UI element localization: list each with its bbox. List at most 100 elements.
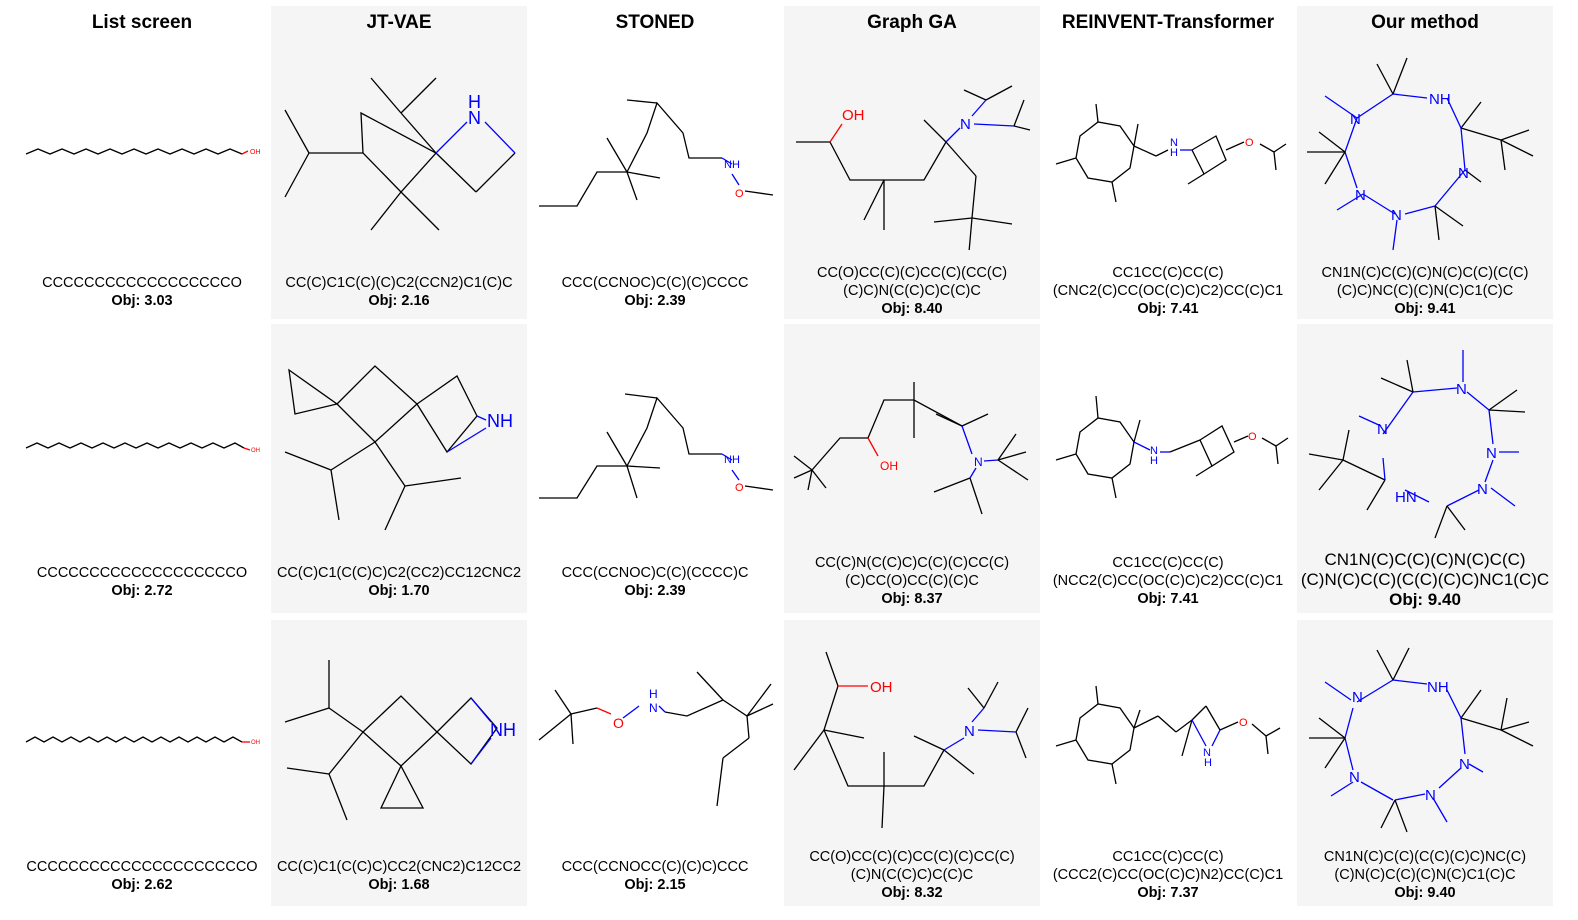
objective-score: Obj: 7.41 (1137, 591, 1199, 607)
header-our-method: Our method (1371, 12, 1479, 33)
molecule-structure: N NH N N N (1309, 647, 1534, 833)
molecule-cell: OH N CC(O)CC(C)(C)CC(C)(C)CC(C)(C)N(C(C)… (784, 626, 1040, 901)
smiles-text: CN1N(C)C(C)(C(C)(C)C)NC(C)(C)N(C)C(C)(C)… (1323, 849, 1527, 883)
svg-text:OH: OH (880, 459, 898, 473)
objective-score: Obj: 9.40 (1394, 885, 1456, 901)
smiles-text: CC1CC(C)CC(C)(CCC2(C)CC(OC(C)C)N2)CC(C)C… (1052, 849, 1284, 883)
molecule-structure: O H N (538, 671, 774, 807)
molecule-structure: N H O (1055, 685, 1281, 785)
smiles-text: CCC(CCNOCC(C)(C)C)CCC (561, 859, 749, 875)
molecule-structure: OH N (793, 382, 1029, 515)
svg-text:N: N (1456, 381, 1467, 398)
panel-graphga-r2 (784, 324, 1040, 613)
objective-score: Obj: 2.16 (368, 293, 430, 309)
objective-score: Obj: 1.70 (368, 583, 430, 599)
smiles-text: CCC(CCNOC)C(C)(CCCC)C (561, 565, 749, 581)
svg-text:NH: NH (724, 454, 740, 466)
header-graph-ga: Graph GA (867, 12, 957, 33)
svg-text:N: N (1391, 207, 1402, 224)
smiles-text: CC(O)CC(C)(C)CC(C)(C)CC(C)(C)N(C(C)C)C(C… (809, 849, 1015, 883)
molecule-structure: OH N (793, 651, 1029, 829)
svg-text:OH: OH (251, 448, 260, 454)
svg-text:O: O (735, 482, 744, 494)
svg-text:N: N (1170, 137, 1178, 149)
molecule-cell: O H N CCC(CCNOCC(C)(C)C)CCC Obj: 2.15 (527, 626, 783, 898)
objective-score: Obj: 7.37 (1137, 885, 1199, 901)
molecule-cell: N N N N HN CN1N(C)C(C)(C)N(C)C(C)(C)N(C)… (1297, 330, 1553, 609)
svg-text:NH: NH (724, 159, 740, 171)
molecule-structure: H N (284, 77, 516, 231)
smiles-text: CCC(CCNOC)C(C)(C)CCCC (561, 275, 749, 291)
objective-score: Obj: 2.39 (624, 583, 686, 599)
molecule-structure: OH (25, 442, 260, 454)
smiles-text: CC(C)C1C(C)(C)C2(CCN2)C1(C)C (285, 275, 513, 291)
objective-score: Obj: 2.15 (624, 877, 686, 893)
smiles-text: CCCCCCCCCCCCCCCCCCCCCO (26, 859, 258, 875)
panel-ours-r1 (1297, 6, 1553, 319)
molecule-cell: NH O CCC(CCNOC)C(C)(C)CCCC Obj: 2.39 (527, 40, 783, 312)
molecule-structure: NH O (539, 393, 774, 499)
svg-text:N: N (1459, 756, 1470, 773)
svg-text:N: N (1203, 747, 1211, 759)
molecule-structure: OH (25, 148, 261, 156)
smiles-text: CN1N(C)C(C)(C)N(C)C(C)(C(C)(C)C)NC(C)(C)… (1321, 265, 1529, 299)
molecule-structure: N NH N N N (1307, 57, 1534, 251)
smiles-text: CC1CC(C)CC(C)(NCC2(C)CC(OC(C)C)C2)CC(C)C… (1052, 555, 1284, 589)
molecule-structure: NH O (539, 99, 774, 207)
molecule-cell: NH CC(C)C1(C(C)C)CC2(CNC2)C12CC2 Obj: 1.… (271, 626, 527, 898)
carbon-chain (25, 736, 243, 743)
molecule-structure: OH N (796, 85, 1031, 250)
molecule-structure: N H O (1055, 395, 1289, 499)
svg-text:H: H (1150, 455, 1158, 467)
molecule-cell: OH N CC(C)N(C(C)C)C(C)(C)CC(C)(C)CC(O)CC… (784, 330, 1040, 607)
panel-ours-r2 (1297, 324, 1553, 613)
svg-text:N: N (960, 116, 971, 133)
objective-score: Obj: 8.32 (881, 885, 943, 901)
svg-text:NH: NH (487, 411, 513, 431)
svg-text:H: H (1170, 147, 1178, 159)
molecule-structure: OH (25, 736, 260, 746)
svg-text:N: N (1150, 445, 1158, 457)
svg-text:N: N (1352, 689, 1363, 706)
molecule-cell: OH CCCCCCCCCCCCCCCCCCO Obj: 3.03 (14, 40, 270, 312)
svg-text:N: N (1458, 165, 1469, 182)
svg-text:N: N (974, 455, 983, 469)
svg-text:O: O (735, 188, 744, 200)
svg-text:O: O (613, 715, 624, 731)
carbon-chain (25, 442, 245, 449)
smiles-text: CC(C)C1(C(C)C)C2(CC2)CC12CNC2 (276, 565, 522, 581)
smiles-text: CCCCCCCCCCCCCCCCCCCO (36, 565, 248, 581)
panel-jtvae-r1 (271, 6, 527, 319)
smiles-text: CC(C)C1(C(C)C)CC2(CNC2)C12CC2 (276, 859, 522, 875)
header-reinvent-transformer: REINVENT-Transformer (1061, 12, 1275, 33)
objective-score: Obj: 9.40 (1389, 590, 1461, 609)
svg-text:OH: OH (870, 679, 893, 696)
svg-text:H: H (468, 92, 481, 112)
svg-text:H: H (649, 687, 658, 701)
carbon-chain (25, 148, 243, 155)
objective-score: Obj: 9.41 (1394, 301, 1456, 317)
hydroxyl-label: OH (250, 149, 261, 156)
svg-text:NH: NH (490, 720, 516, 740)
svg-text:N: N (1377, 421, 1388, 438)
objective-score: Obj: 7.41 (1137, 301, 1199, 317)
svg-text:O: O (1239, 717, 1248, 729)
svg-text:N: N (1349, 769, 1360, 786)
svg-text:N: N (1355, 187, 1366, 204)
molecule-structure: H N O (1055, 103, 1287, 203)
molecule-cell: N H O CC1CC(C)CC(C)(NCC2(C)CC(OC(C)C)C2)… (1040, 330, 1296, 607)
molecule-cell: N NH N N N CN1N(C)C(C)(C(C)(C)C)NC(C)(C)… (1297, 626, 1553, 901)
panel-jtvae-r3 (271, 620, 527, 906)
header-jt-vae: JT-VAE (366, 12, 432, 33)
svg-text:HN: HN (1395, 489, 1417, 506)
objective-score: Obj: 2.72 (111, 583, 173, 599)
svg-text:O: O (1248, 431, 1257, 443)
svg-text:N: N (1486, 445, 1497, 462)
objective-score: Obj: 8.40 (881, 301, 943, 317)
smiles-text: CN1N(C)C(C)(C)N(C)C(C)(C)N(C)C(C)(C(C)(C… (1300, 550, 1550, 589)
header-stoned: STONED (615, 12, 695, 33)
smiles-text: CC(O)CC(C)(C)CC(C)(CC(C)(C)C)N(C(C)C)C(C… (816, 265, 1008, 299)
smiles-text: CC1CC(C)CC(C)(CNC2(C)CC(OC(C)C)C2)CC(C)C… (1052, 265, 1284, 299)
molecule-cell: OH N CC(O)CC(C)(C)CC(C)(CC(C)(C)C)N(C(C)… (784, 40, 1040, 317)
svg-text:OH: OH (842, 107, 865, 124)
